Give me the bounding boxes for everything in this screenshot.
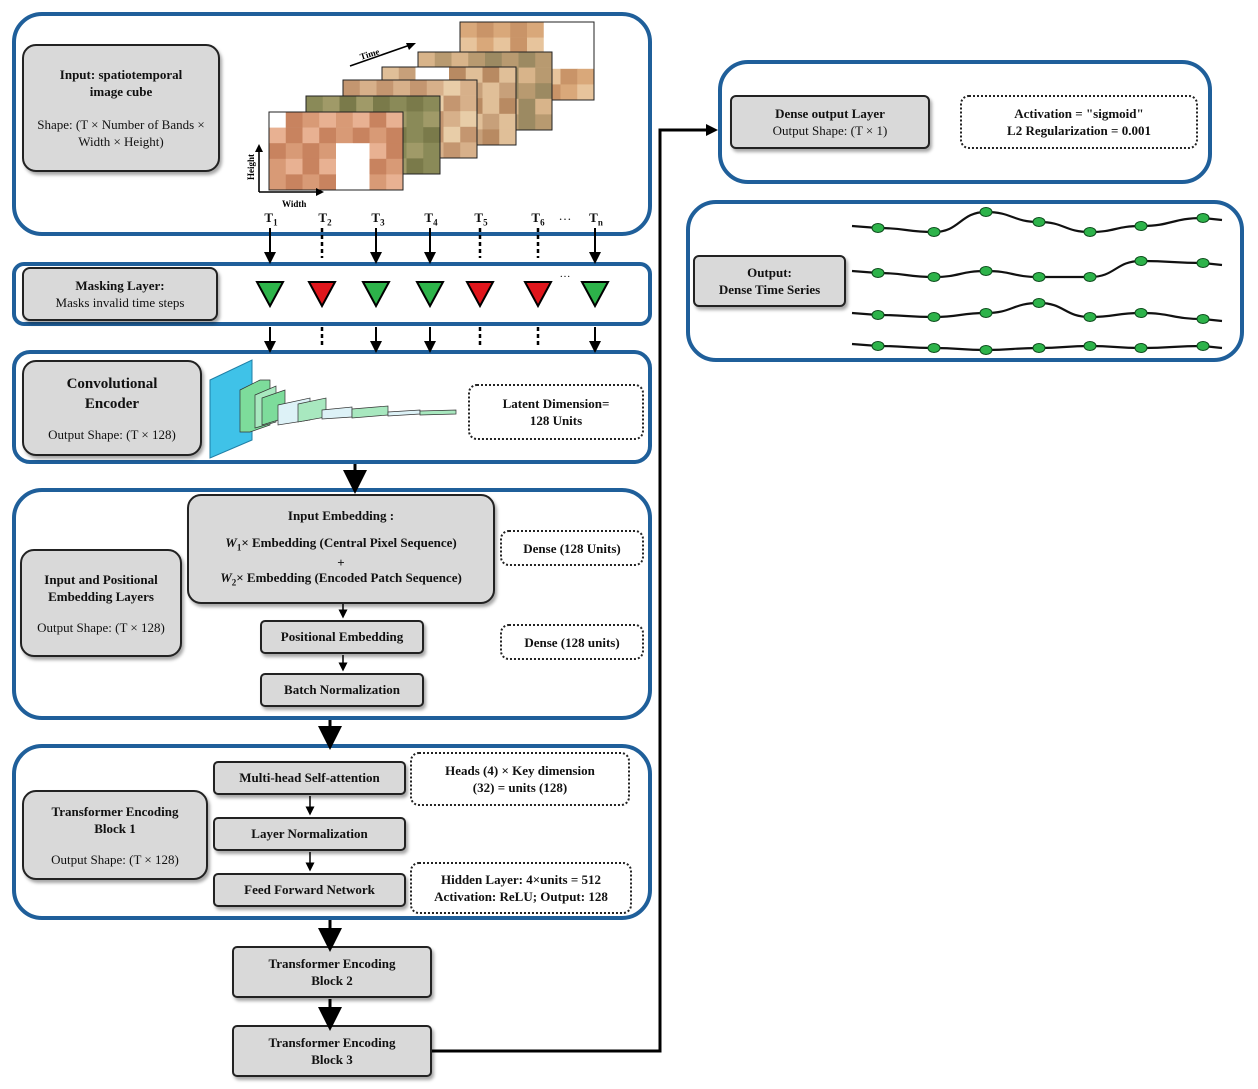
heads-line-2: (32) = units (128) bbox=[472, 780, 568, 795]
hidden-line-1: Hidden Layer: 4×units = 512 bbox=[441, 872, 601, 887]
latent-dimension-box: Latent Dimension= 128 Units bbox=[468, 384, 644, 440]
latent-line-2: 128 Units bbox=[529, 413, 583, 428]
feed-forward-network-box: Feed Forward Network bbox=[213, 873, 406, 907]
conv-title: Convolutional Encoder bbox=[66, 375, 158, 412]
dense-128-units-box-2: Dense (128 units) bbox=[500, 624, 644, 660]
transformer-block-2-box: Transformer Encoding Block 2 bbox=[232, 946, 432, 998]
transformer-block-3-box: Transformer Encoding Block 3 bbox=[232, 1025, 432, 1077]
conv-shape: Output Shape: (T × 128) bbox=[48, 426, 176, 442]
plus-sign: + bbox=[337, 554, 345, 570]
input-embedding-title: Input Embedding : bbox=[287, 507, 395, 523]
time-step-label: T1 bbox=[264, 210, 278, 228]
activation-label: Activation = "sigmoid" bbox=[1014, 106, 1144, 121]
w1-line: W1× Embedding (Central Pixel Sequence) bbox=[225, 534, 457, 553]
w2-line: W2× Embedding (Encoded Patch Sequence) bbox=[220, 569, 462, 588]
input-title: Input: spatiotemporal image cube bbox=[59, 67, 183, 99]
image-cube-illustration: Time Height Width bbox=[246, 21, 595, 209]
input-shape: Shape: (T × Number of Bands × Width × He… bbox=[37, 117, 205, 149]
transformer-block-3-label: Transformer Encoding Block 3 bbox=[268, 1035, 396, 1067]
dense-128-units-label: Dense (128 Units) bbox=[523, 540, 621, 556]
activation-box: Activation = "sigmoid" L2 Regularization… bbox=[960, 95, 1198, 149]
latent-line-1: Latent Dimension= bbox=[502, 396, 610, 411]
output-box: Output: Dense Time Series bbox=[693, 255, 846, 307]
embedding-layers-box: Input and Positional Embedding Layers Ou… bbox=[20, 549, 182, 657]
embedding-title: Input and Positional Embedding Layers bbox=[44, 571, 158, 604]
embedding-shape: Output Shape: (T × 128) bbox=[37, 619, 165, 635]
multi-head-attention-label: Multi-head Self-attention bbox=[239, 770, 380, 785]
input-cube-box: Input: spatiotemporal image cube Shape: … bbox=[22, 44, 220, 172]
height-label: Height bbox=[246, 154, 256, 180]
l2-regularization-label: L2 Regularization = 0.001 bbox=[1007, 123, 1151, 138]
masking-box: Masking Layer: Masks invalid time steps bbox=[22, 267, 218, 321]
transformer-1-shape: Output Shape: (T × 128) bbox=[51, 851, 179, 867]
hidden-layer-box: Hidden Layer: 4×units = 512 Activation: … bbox=[410, 862, 632, 914]
output-subtitle: Dense Time Series bbox=[718, 282, 821, 297]
output-title: Output: bbox=[747, 265, 792, 280]
multi-head-attention-box: Multi-head Self-attention bbox=[213, 761, 406, 795]
time-step-label: T3 bbox=[371, 210, 385, 228]
batch-normalization-label: Batch Normalization bbox=[284, 682, 400, 697]
transformer-block-2-label: Transformer Encoding Block 2 bbox=[268, 956, 396, 988]
transformer-block-1-box: Transformer Encoding Block 1 Output Shap… bbox=[22, 790, 208, 880]
width-label: Width bbox=[282, 199, 306, 209]
masking-title: Masking Layer: bbox=[75, 278, 165, 293]
input-embedding-box: Input Embedding : W1× Embedding (Central… bbox=[187, 494, 495, 604]
layer-normalization-label: Layer Normalization bbox=[251, 826, 368, 841]
image-frame bbox=[268, 111, 404, 191]
time-step-label: T2 bbox=[318, 210, 332, 228]
conv-encoder-box: Convolutional Encoder Output Shape: (T ×… bbox=[22, 360, 202, 456]
layer-normalization-box: Layer Normalization bbox=[213, 817, 406, 851]
feed-forward-network-label: Feed Forward Network bbox=[244, 882, 375, 897]
conv-encoder-illustration bbox=[209, 359, 457, 459]
positional-embedding-box: Positional Embedding bbox=[260, 620, 424, 654]
hidden-line-2: Activation: ReLU; Output: 128 bbox=[434, 889, 608, 904]
heads-key-dimension-box: Heads (4) × Key dimension (32) = units (… bbox=[410, 752, 630, 806]
masking-desc: Masks invalid time steps bbox=[55, 295, 185, 310]
transformer-1-title: Transformer Encoding Block 1 bbox=[51, 803, 179, 836]
dense-128-units-box: Dense (128 Units) bbox=[500, 530, 644, 566]
dense-128-units-label-2: Dense (128 units) bbox=[524, 634, 620, 650]
dense-output-title: Dense output Layer bbox=[775, 106, 885, 121]
dense-output-shape: Output Shape: (T × 1) bbox=[772, 123, 888, 138]
heads-line-1: Heads (4) × Key dimension bbox=[445, 763, 595, 778]
positional-embedding-label: Positional Embedding bbox=[280, 629, 404, 644]
batch-normalization-box: Batch Normalization bbox=[260, 673, 424, 707]
time-arrow bbox=[349, 44, 411, 67]
dense-output-box: Dense output Layer Output Shape: (T × 1) bbox=[730, 95, 930, 149]
